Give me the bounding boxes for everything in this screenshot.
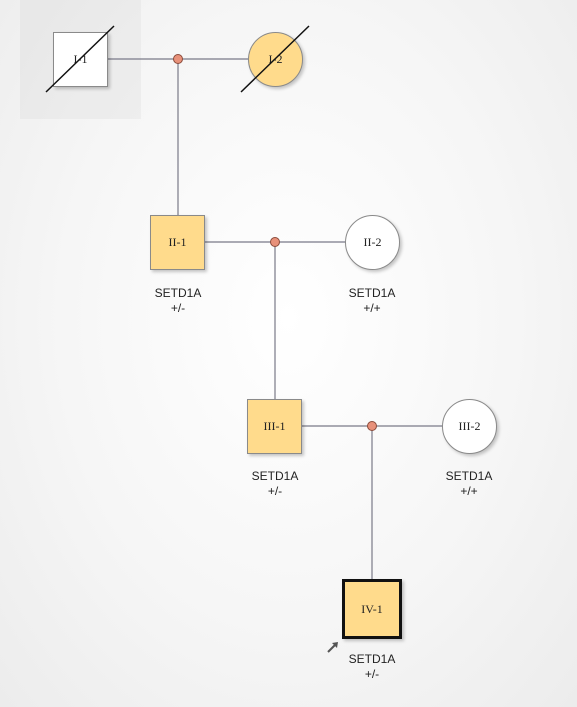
individual-id-label: III-2 [458, 419, 481, 433]
genotype-label-II-2: SETD1A +/+ [327, 286, 417, 316]
zygosity: +/- [170, 301, 186, 315]
individual-id-label: II-2 [363, 235, 382, 249]
zygosity: +/- [267, 484, 283, 498]
individual-IV-1[interactable]: IV-1 [342, 579, 402, 639]
deceased-slash-I-1 [45, 25, 115, 93]
zygosity: +/+ [460, 484, 478, 498]
individual-id-label: II-1 [168, 235, 187, 249]
individual-III-2[interactable]: III-2 [442, 399, 497, 454]
gene-name: SETD1A [445, 469, 493, 483]
individual-id-label: III-1 [263, 419, 286, 433]
genotype-label-IV-1: SETD1A +/- [327, 652, 417, 682]
proband-arrow-icon [327, 642, 338, 653]
zygosity: +/- [364, 667, 380, 681]
individual-id-label: IV-1 [361, 601, 383, 616]
mating-node-2[interactable] [270, 237, 280, 247]
mating-node-3[interactable] [367, 421, 377, 431]
genotype-label-II-1: SETD1A +/- [133, 286, 223, 316]
individual-II-1[interactable]: II-1 [150, 215, 205, 270]
individual-III-1[interactable]: III-1 [247, 399, 302, 454]
mating-node-1[interactable] [173, 54, 183, 64]
gene-name: SETD1A [348, 652, 396, 666]
genotype-label-III-2: SETD1A +/+ [424, 469, 514, 499]
genotype-label-III-1: SETD1A +/- [230, 469, 320, 499]
individual-II-2[interactable]: II-2 [345, 215, 400, 270]
gene-name: SETD1A [348, 286, 396, 300]
gene-name: SETD1A [154, 286, 202, 300]
gene-name: SETD1A [251, 469, 299, 483]
deceased-slash-I-2 [240, 25, 310, 93]
zygosity: +/+ [363, 301, 381, 315]
